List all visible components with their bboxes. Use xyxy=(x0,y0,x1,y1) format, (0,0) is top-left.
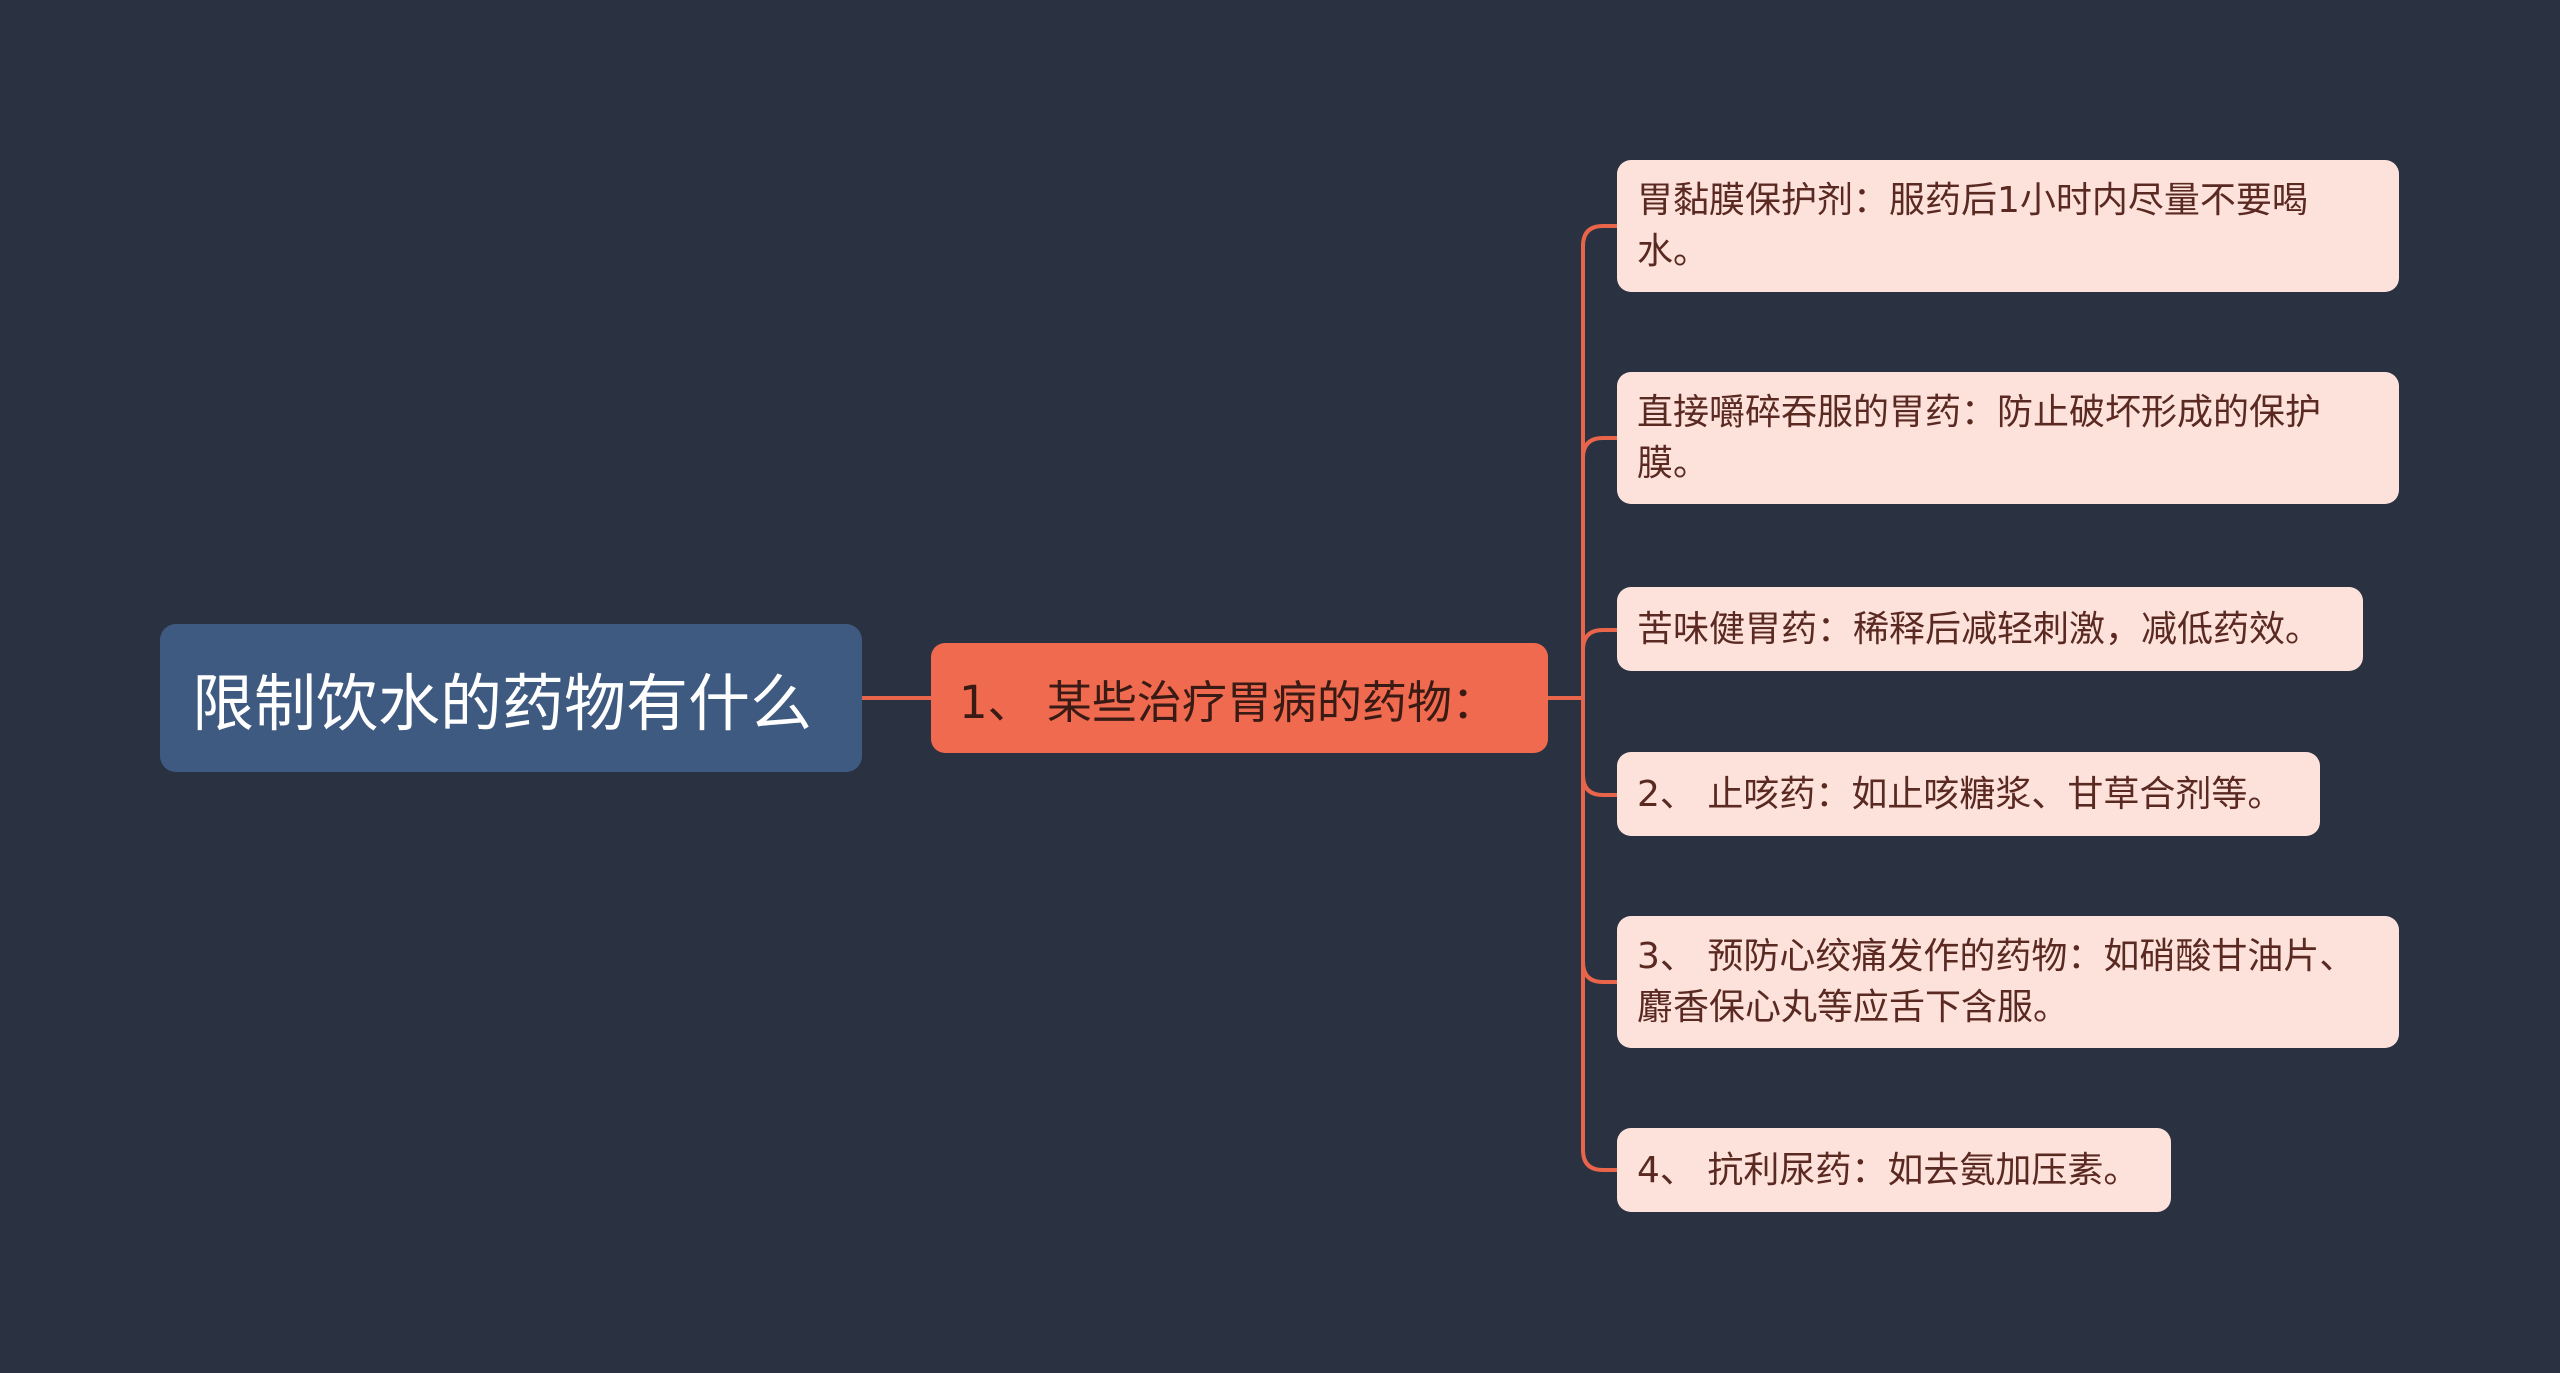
connector-leaf-6 xyxy=(1581,1149,1617,1172)
root-node[interactable]: 限制饮水的药物有什么 xyxy=(160,624,862,772)
leaf-node-5[interactable]: 3、 预防心绞痛发作的药物：如硝酸甘油片、麝香保心丸等应舌下含服。 xyxy=(1617,916,2399,1048)
root-node-label: 限制饮水的药物有什么 xyxy=(192,667,813,740)
connector-leaf-5 xyxy=(1581,961,1617,984)
leaf-node-4[interactable]: 2、 止咳药：如止咳糖浆、甘草合剂等。 xyxy=(1617,752,2320,836)
leaf-node-label: 直接嚼碎吞服的胃药：防止破坏形成的保护膜。 xyxy=(1637,392,2322,484)
connector-leaf-4 xyxy=(1581,774,1617,797)
leaf-node-label: 3、 预防心绞痛发作的药物：如硝酸甘油片、麝香保心丸等应舌下含服。 xyxy=(1637,936,2356,1028)
leaf-node-6[interactable]: 4、 抗利尿药：如去氨加压素。 xyxy=(1617,1128,2171,1212)
leaf-node-label: 胃黏膜保护剂：服药后1小时内尽量不要喝水。 xyxy=(1637,180,2308,272)
leaf-node-1[interactable]: 胃黏膜保护剂：服药后1小时内尽量不要喝水。 xyxy=(1617,160,2399,292)
leaf-node-label: 4、 抗利尿药：如去氨加压素。 xyxy=(1637,1149,2140,1191)
connector-leaf-2 xyxy=(1581,436,1617,459)
branch-node-label: 1、 某些治疗胃病的药物： xyxy=(959,675,1497,729)
leaf-node-label: 2、 止咳药：如止咳糖浆、甘草合剂等。 xyxy=(1637,773,2284,815)
leaf-node-3[interactable]: 苦味健胃药：稀释后减轻刺激，减低药效。 xyxy=(1617,587,2363,671)
leaf-node-2[interactable]: 直接嚼碎吞服的胃药：防止破坏形成的保护膜。 xyxy=(1617,372,2399,504)
connector-leaf-1 xyxy=(1581,224,1617,247)
branch-node[interactable]: 1、 某些治疗胃病的药物： xyxy=(931,643,1548,753)
connector-leaf-3 xyxy=(1581,628,1617,651)
leaf-node-label: 苦味健胃药：稀释后减轻刺激，减低药效。 xyxy=(1637,608,2322,650)
